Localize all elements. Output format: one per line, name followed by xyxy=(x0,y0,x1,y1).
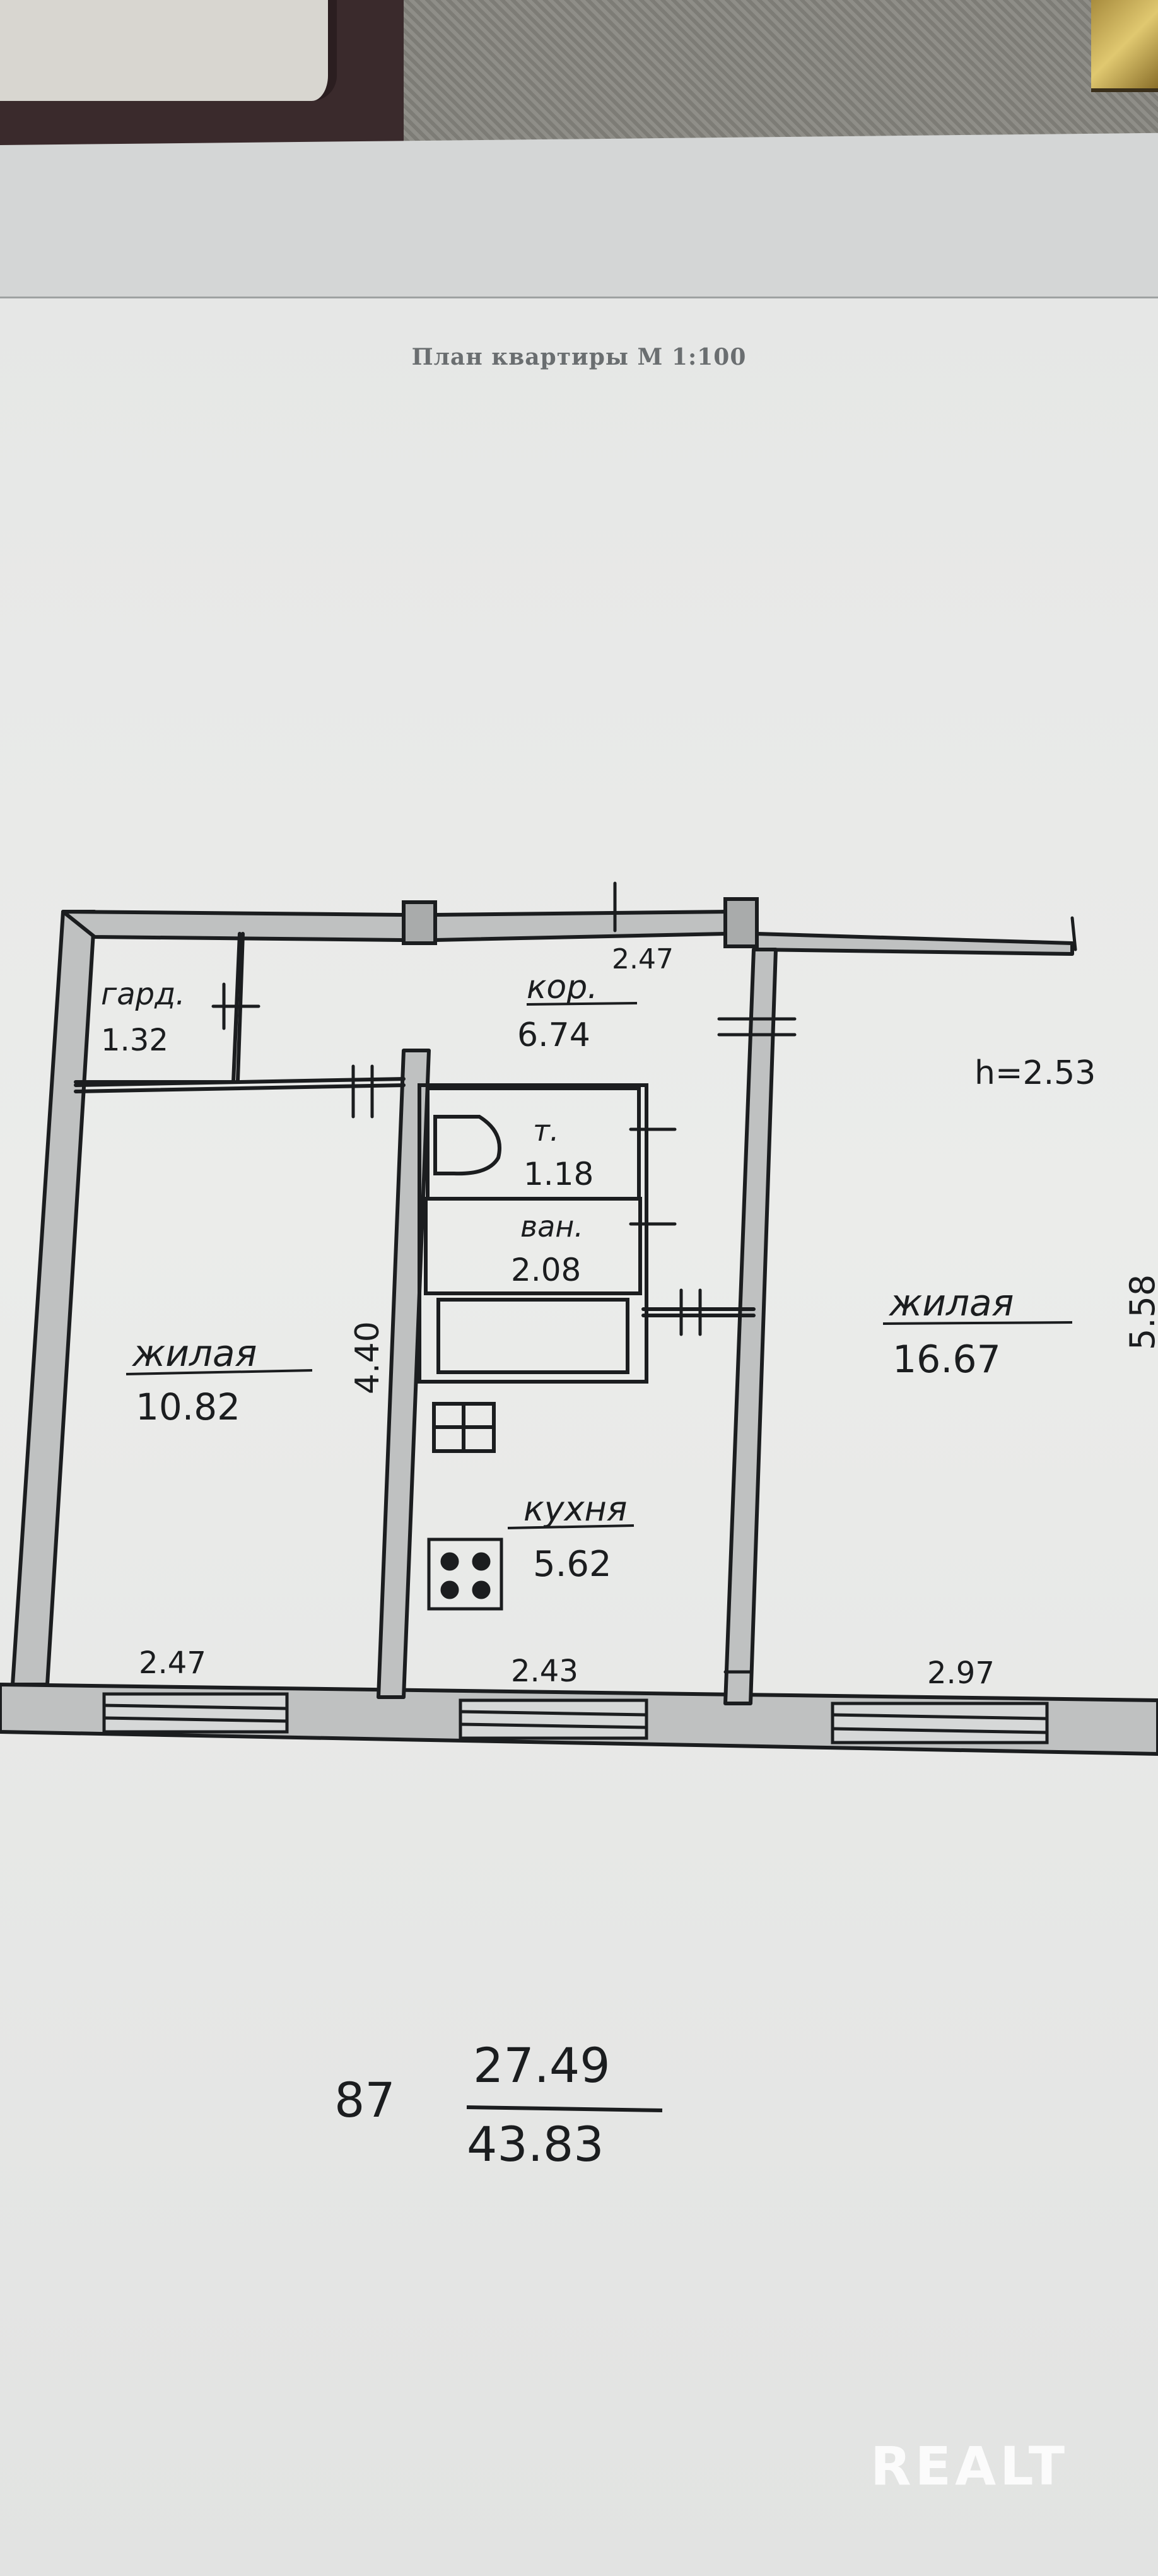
apartment-number: 87 xyxy=(334,2072,395,2128)
room-name-zhilaya1: жилая xyxy=(131,1332,257,1375)
room-area-zhilaya2: 16.67 xyxy=(892,1338,1001,1382)
wall-top-mid xyxy=(433,910,727,942)
dim-corridor-width: 2.47 xyxy=(612,943,674,975)
wall-interior-1 xyxy=(377,1049,431,1699)
dimension-labels: 2.47 4.40 2.47 2.43 2.97 5.58 h=2.53 xyxy=(139,943,1158,1691)
room-area-tualet: 1.18 xyxy=(523,1156,594,1192)
wall-interior-2 xyxy=(723,948,778,1705)
room-name-kor: кор. xyxy=(527,968,598,1006)
room-name-gard: гард. xyxy=(101,977,185,1012)
dim-ceiling-height: h=2.53 xyxy=(974,1054,1096,1092)
dim-room1-depth: 4.40 xyxy=(349,1321,387,1394)
partition-bath-outer xyxy=(418,1083,648,1384)
dim-room2-width: 2.97 xyxy=(927,1656,995,1691)
fraction-line xyxy=(466,2105,663,2112)
area-summary: 87 27.49 43.83 xyxy=(334,2037,663,2172)
watermark-logo: REALT xyxy=(870,2435,1068,2497)
toilet-bowl xyxy=(433,1115,501,1176)
room-area-zhilaya1: 10.82 xyxy=(136,1385,240,1428)
door-marks xyxy=(211,881,1077,1674)
room-labels: гард. 1.32 кор. 6.74 т. 1.18 ван. 2.08 ж… xyxy=(101,968,1014,1585)
windows xyxy=(102,1692,1049,1744)
window-1 xyxy=(102,1692,289,1734)
room-area-kor: 6.74 xyxy=(517,1016,590,1054)
total-area: 43.83 xyxy=(467,2116,604,2172)
dim-room2-depth: 5.58 xyxy=(1123,1274,1158,1350)
wall-left xyxy=(11,910,96,1686)
living-area: 27.49 xyxy=(473,2037,611,2093)
plan-sheet xyxy=(0,297,1158,2576)
window-3 xyxy=(831,1702,1049,1744)
plan-title: План квартиры М 1:100 xyxy=(411,344,747,370)
column-2 xyxy=(723,897,759,948)
partitions xyxy=(74,932,756,1453)
room-name-zhilaya2: жилая xyxy=(888,1281,1014,1324)
bathtub xyxy=(436,1298,629,1374)
window-2 xyxy=(459,1698,648,1740)
partition-zhilaya1-top xyxy=(74,1077,406,1087)
wall-columns xyxy=(402,897,759,948)
dim-room1-width: 2.47 xyxy=(139,1645,206,1681)
background-frame xyxy=(1091,0,1158,92)
room-name-kuhnya: кухня xyxy=(523,1489,627,1529)
kitchen-stove xyxy=(427,1538,503,1611)
room-area-gard: 1.32 xyxy=(101,1023,168,1058)
background-paper xyxy=(0,0,337,101)
wall-top-right xyxy=(755,932,1074,956)
room-area-van: 2.08 xyxy=(511,1252,581,1288)
wall-top-left xyxy=(61,910,406,942)
background-cloth xyxy=(404,0,1158,145)
room-area-kuhnya: 5.62 xyxy=(533,1544,612,1585)
room-name-tualet: т. xyxy=(533,1114,559,1148)
room-name-van: ван. xyxy=(520,1209,583,1244)
label-underlines xyxy=(126,1002,1073,1529)
partition-bath xyxy=(424,1197,642,1295)
dim-kitchen-width: 2.43 xyxy=(511,1654,578,1689)
column-1 xyxy=(402,900,437,945)
